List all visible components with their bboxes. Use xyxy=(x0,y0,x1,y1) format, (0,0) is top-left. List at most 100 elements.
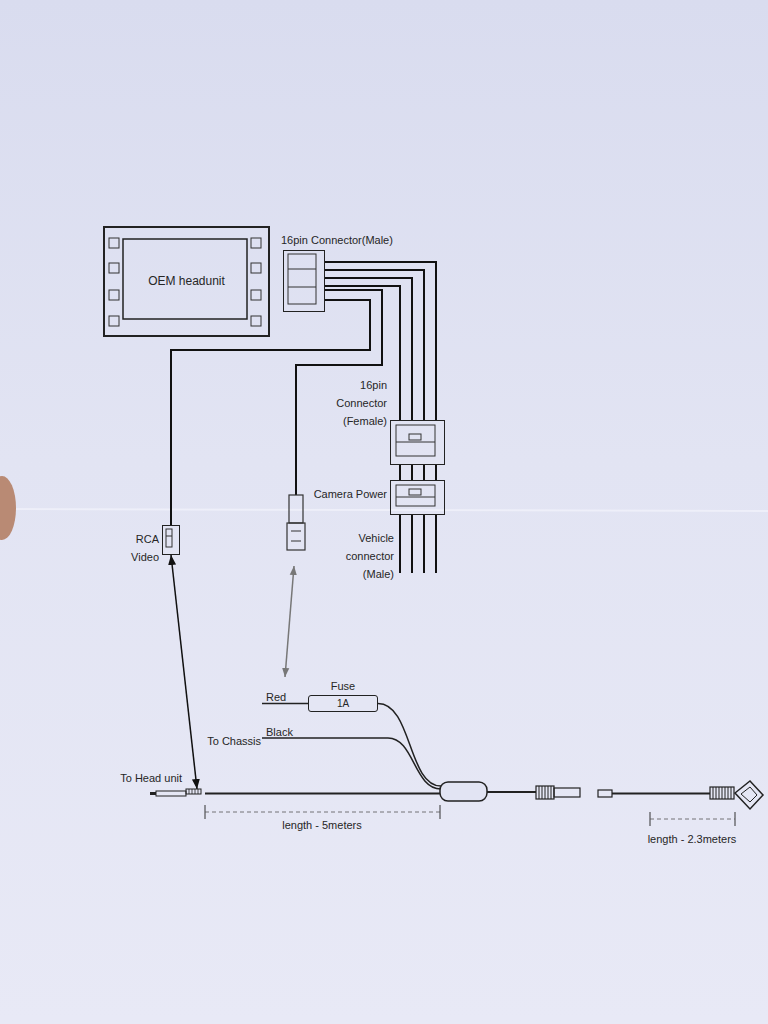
wire xyxy=(435,515,437,573)
text-holder: To Head unit xyxy=(120,768,182,786)
button xyxy=(251,290,261,300)
camera-ribs xyxy=(713,787,731,799)
black-wire xyxy=(262,738,441,789)
camera-head xyxy=(735,781,763,809)
plug-rib xyxy=(198,789,199,794)
node-label: To Head unit xyxy=(120,772,182,784)
wire xyxy=(411,515,413,573)
shape-outline xyxy=(284,251,326,313)
connector-detail xyxy=(396,497,435,498)
label-holder: Black xyxy=(266,722,293,740)
connector-detail xyxy=(291,541,301,542)
button xyxy=(109,263,119,273)
button xyxy=(109,316,119,326)
shape-outline xyxy=(391,421,446,466)
splitter xyxy=(440,782,487,801)
head-unit: OEM headunit xyxy=(103,226,270,337)
annotation: To Chassis xyxy=(207,735,261,747)
label-holder: To Chassis xyxy=(207,731,261,749)
connector-detail xyxy=(291,531,301,532)
fuse: Fuse1A xyxy=(308,695,378,712)
node-label: RCA Video xyxy=(131,533,159,563)
finger xyxy=(0,476,16,540)
connector-detail xyxy=(166,529,172,547)
dimension-tick xyxy=(205,805,440,819)
shape-outline xyxy=(163,526,181,556)
connector-detail xyxy=(288,254,316,304)
paper-fold xyxy=(0,509,768,511)
connector-detail xyxy=(288,287,316,288)
button xyxy=(251,263,261,273)
dimension-tick xyxy=(650,812,735,826)
wire xyxy=(399,515,401,573)
node-label: 16pin Connector (Female) xyxy=(336,379,387,427)
button xyxy=(251,238,261,248)
text-holder: RCA Video xyxy=(123,529,159,565)
connector-detail xyxy=(396,485,435,506)
button xyxy=(251,316,261,326)
connector-detail xyxy=(396,442,435,443)
plug-body xyxy=(156,791,186,796)
label-holder: Red xyxy=(266,687,286,705)
button xyxy=(109,238,119,248)
shape-outline xyxy=(391,481,446,516)
connector-male: 16pin Connector(Male) xyxy=(283,250,325,312)
plug-grip xyxy=(186,789,201,794)
node-label: Camera Power xyxy=(314,488,387,500)
rca-connector: RCA Video xyxy=(162,525,180,555)
node-label: Fuse xyxy=(331,680,355,692)
camera-lens xyxy=(741,787,757,802)
connector-detail xyxy=(166,536,172,537)
camera-plug xyxy=(598,790,612,797)
text-holder: 16pin Connector (Female) xyxy=(331,375,387,429)
connector-notch xyxy=(409,489,421,495)
double-arrow xyxy=(285,566,294,677)
dimension-line xyxy=(650,819,735,820)
node-label: 1A xyxy=(337,697,349,710)
cable-connector xyxy=(536,786,554,799)
wire-bundle xyxy=(400,465,436,480)
plug-rib xyxy=(189,789,190,794)
camera-ribs xyxy=(710,787,734,799)
annotation: Black xyxy=(266,726,293,738)
annotation: length - 2.3meters xyxy=(648,833,737,845)
camera-power-connector: Camera Power xyxy=(390,480,445,515)
rca-plug: To Head unit xyxy=(150,789,205,798)
wire-bundle xyxy=(325,262,436,420)
annotation: Vehicle connector (Male) xyxy=(346,532,394,580)
text-holder: Camera Power xyxy=(314,484,387,502)
text-holder: Fuse xyxy=(331,676,355,694)
connector-detail xyxy=(396,425,435,456)
screen xyxy=(123,239,247,319)
small-connector xyxy=(289,495,303,523)
connector-detail xyxy=(288,269,316,270)
cable-connector xyxy=(554,788,580,797)
text-holder: 1A xyxy=(309,696,377,711)
annotation: Red xyxy=(266,691,286,703)
node-label: 16pin Connector(Male) xyxy=(281,234,393,246)
plug-rib xyxy=(192,789,193,794)
plug-tip xyxy=(150,792,156,795)
dimension-line xyxy=(205,812,440,813)
small-connector xyxy=(287,523,305,550)
camera-cable xyxy=(612,793,710,795)
label-holder: length - 2.3meters xyxy=(648,829,737,847)
text-holder: OEM headunit xyxy=(105,228,268,335)
annotation: length - 5meters xyxy=(282,819,361,831)
plug-rib xyxy=(195,789,196,794)
red-wire xyxy=(378,704,441,787)
text-holder: 16pin Connector(Male) xyxy=(281,230,393,248)
video-cable xyxy=(205,793,440,795)
video-cable xyxy=(487,791,536,793)
wire xyxy=(423,515,425,573)
shape-outline xyxy=(150,789,205,798)
double-arrow xyxy=(171,555,197,789)
connector-notch xyxy=(409,434,421,440)
node-label: OEM headunit xyxy=(148,275,225,288)
label-holder: length - 5meters xyxy=(282,815,361,833)
connector-female: 16pin Connector (Female) xyxy=(390,420,445,465)
connector-ribs xyxy=(539,786,551,799)
